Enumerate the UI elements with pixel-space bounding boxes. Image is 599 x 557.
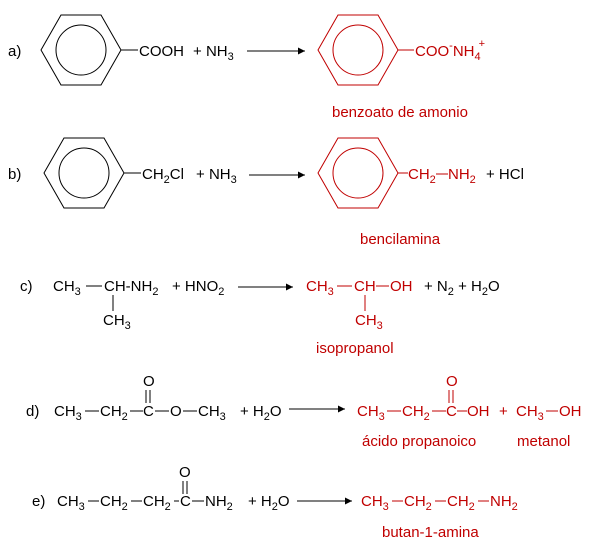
methylene-group-2: CH2: [143, 493, 171, 513]
benzene-ring: [40, 14, 122, 86]
product-name: ácido propanoico: [362, 433, 476, 450]
carbonyl-oxygen: O: [143, 373, 155, 390]
amide-nitrogen: NH2: [205, 493, 233, 513]
amide-oxygen: O: [179, 464, 191, 481]
amino-group: NH2: [448, 166, 476, 186]
reaction-d: d) CH3 CH2 C O O CH3 + H2O CH3 CH2 C O: [26, 373, 582, 450]
benzylamine-chain: CH2: [408, 166, 436, 186]
ester-oxygen: O: [170, 403, 182, 420]
product-name-2: metanol: [517, 433, 570, 450]
hydroxyl-group: OH: [467, 403, 490, 420]
reagent: + HNO2: [172, 278, 224, 298]
reagent: + NH3: [193, 43, 234, 63]
reaction-label: c): [20, 278, 33, 295]
benzene-ring-product: [317, 14, 399, 86]
branch-methyl-product: CH3: [355, 312, 383, 332]
ammonium-carboxylate: COO-NH4+: [415, 38, 485, 63]
product-name: bencilamina: [360, 231, 441, 248]
reaction-label: b): [8, 166, 21, 183]
methyl-group-product: CH3: [357, 403, 385, 423]
methoxy-methyl: CH3: [198, 403, 226, 423]
reagent: + H2O: [248, 493, 290, 513]
reagent: + NH3: [196, 166, 237, 186]
reaction-label: a): [8, 43, 21, 60]
methylene-group: CH2: [100, 403, 128, 423]
benzene-ring: [43, 137, 125, 209]
methylene-group-product: CH2: [402, 403, 430, 423]
methanol-methyl: CH3: [516, 403, 544, 423]
methanol-hydroxyl: OH: [559, 403, 582, 420]
carboxyl-carbon: C: [446, 403, 457, 420]
product-name: benzoato de amonio: [332, 104, 468, 121]
reaction-label: d): [26, 403, 39, 420]
byproduct: + HCl: [486, 166, 524, 183]
methyl-group: CH3: [57, 493, 85, 513]
methyl-group: CH3: [54, 403, 82, 423]
methylene-group: CH2: [100, 493, 128, 513]
amino-group: NH2: [490, 493, 518, 513]
reagent: + H2O: [240, 403, 282, 423]
methylene-group-product-2: CH2: [447, 493, 475, 513]
carboxyl-group: COOH: [139, 43, 184, 60]
amine-carbon: CH-NH2: [104, 278, 158, 298]
product-name: isopropanol: [316, 340, 394, 357]
methylene-group-product: CH2: [404, 493, 432, 513]
branch-methyl: CH3: [103, 312, 131, 332]
methyl-group: CH3: [53, 278, 81, 298]
reaction-e: e) CH3 CH2 CH2 C O NH2 + H2O CH3 CH2: [32, 464, 518, 541]
reaction-b: b) CH2Cl + NH3 CH2 NH2 + HCl bencilamina: [8, 137, 524, 248]
carboxyl-oxygen: O: [446, 373, 458, 390]
plus-sign: +: [499, 403, 508, 420]
methyl-group-product: CH3: [306, 278, 334, 298]
product-name: butan-1-amina: [382, 524, 479, 541]
carbonyl-carbon: C: [143, 403, 154, 420]
carbinol-carbon: CH: [354, 278, 376, 295]
reaction-c: c) CH3 CH-NH2 CH3 + HNO2 CH3 CH OH CH3 +…: [20, 278, 500, 357]
reaction-label: e): [32, 493, 45, 510]
amide-carbon: C: [180, 493, 191, 510]
hydroxyl-group: OH: [390, 278, 413, 295]
benzene-ring-product: [317, 137, 399, 209]
byproducts: + N2 + H2O: [424, 278, 500, 298]
chloromethyl-group: CH2Cl: [142, 166, 184, 186]
methyl-group-product: CH3: [361, 493, 389, 513]
reaction-a: a) COOH + NH3 COO-NH4+ benzoato de amoni…: [8, 14, 485, 121]
